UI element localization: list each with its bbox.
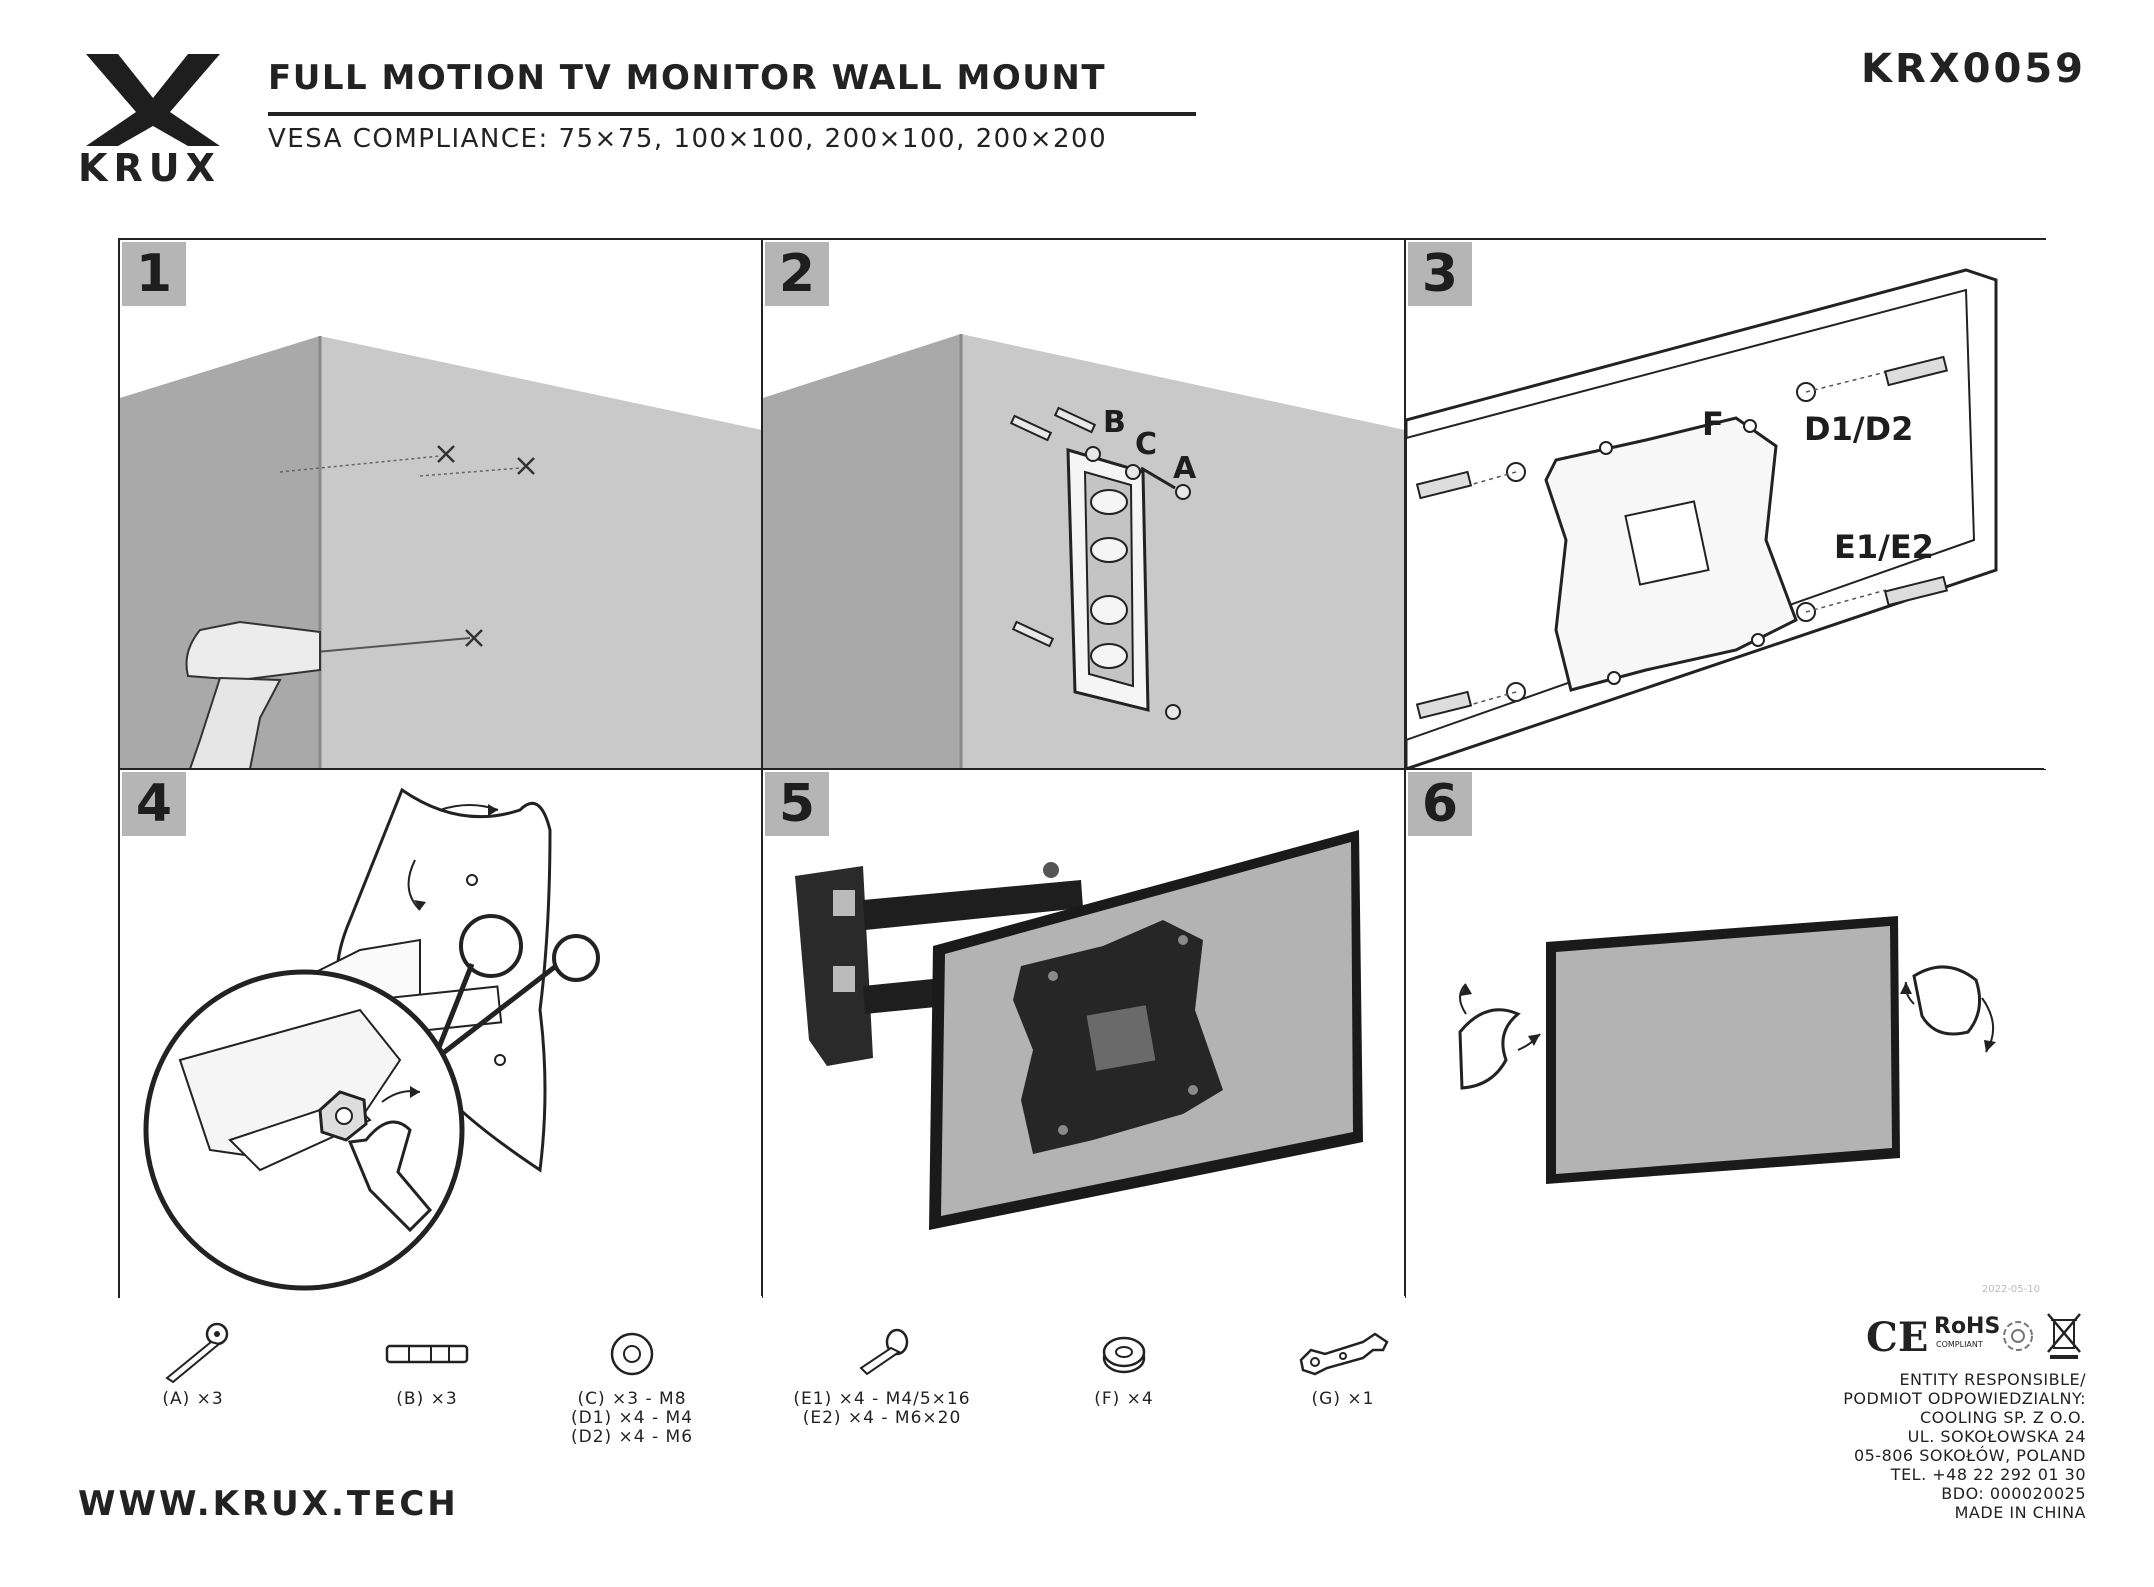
responsible-entity: ENTITY RESPONSIBLE/ PODMIOT ODPOWIEDZIAL… (1843, 1370, 2086, 1522)
drilling-illustration (120, 336, 762, 769)
brand-name: KRUX (78, 146, 221, 190)
step-number: 5 (765, 772, 829, 836)
part-d2-label: (D2) ×4 - M6 (570, 1427, 694, 1447)
wrench-icon (1299, 1332, 1389, 1376)
entity-line: UL. SOKOŁOWSKA 24 (1907, 1427, 2086, 1446)
weee-bin-icon (2047, 1313, 2081, 1359)
step-number: 2 (765, 242, 829, 306)
part-c-label: (C) ×3 - M8 (577, 1389, 687, 1409)
tv-bracket-attachment-illustration: F D1/D2 E1/E2 (1406, 268, 1998, 769)
vesa-compliance: VESA COMPLIANCE: 75×75, 100×100, 200×100… (268, 124, 1108, 154)
part-label-a: A (1173, 451, 1197, 486)
part-e: (E1) ×4 - M4/5×16 (E2) ×4 - M6×20 (772, 1320, 992, 1428)
entity-line: COOLING SP. Z O.O. (1919, 1408, 2086, 1427)
wall-anchor-icon (385, 1344, 469, 1364)
step-number: 1 (122, 242, 186, 306)
part-a: (A) ×3 (128, 1320, 258, 1409)
part-b: (B) ×3 (352, 1320, 502, 1409)
part-b-label: (B) ×3 (396, 1389, 458, 1409)
screw-icon (165, 1322, 229, 1384)
washer-icon (610, 1332, 654, 1376)
entity-line: MADE IN CHINA (1954, 1503, 2086, 1522)
krux-logo-icon (86, 54, 220, 146)
part-f-label: (F) ×4 (1094, 1389, 1154, 1409)
part-a-label: (A) ×3 (162, 1389, 224, 1409)
part-d1-label: (D1) ×4 - M4 (570, 1408, 694, 1428)
part-label-c: C (1135, 427, 1157, 462)
step-6-panel: 6 2022-05-10 (1406, 770, 2048, 1299)
recycle-icon (2003, 1321, 2033, 1351)
part-e2-label: (E2) ×4 - M6×20 (802, 1408, 962, 1428)
ce-mark-icon: CE (1866, 1314, 1929, 1361)
part-label-d1-d2: D1/D2 (1804, 410, 1913, 448)
rohs-mark-icon: RoHS (1934, 1314, 2001, 1339)
grid-divider (120, 768, 2044, 770)
revision-date: 2022-05-10 (1981, 1284, 2040, 1295)
part-f: (F) ×4 (1064, 1320, 1184, 1409)
wall-plate-mounting-illustration: B C A (763, 334, 1405, 769)
part-g-label: (G) ×1 (1311, 1389, 1375, 1409)
tv-hanging-illustration (795, 830, 1363, 1230)
rohs-compliant-label: COMPLIANT (1936, 1340, 1983, 1349)
step-number: 4 (122, 772, 186, 836)
entity-line: PODMIOT ODPOWIEDZIALNY: (1843, 1389, 2086, 1408)
tilt-adjustment-illustration (143, 787, 600, 1291)
part-label-f: F (1702, 405, 1724, 443)
page-title: FULL MOTION TV MONITOR WALL MOUNT (268, 58, 1107, 98)
step-number: 6 (1408, 772, 1472, 836)
entity-line: 05-806 SOKOŁÓW, POLAND (1853, 1446, 2086, 1465)
step-number: 3 (1408, 242, 1472, 306)
entity-line: ENTITY RESPONSIBLE/ (1899, 1370, 2086, 1389)
entity-line: BDO: 000020025 (1941, 1484, 2086, 1503)
part-e1-label: (E1) ×4 - M4/5×16 (793, 1389, 971, 1409)
step-4-panel: 4 (120, 770, 762, 1299)
title-divider (268, 112, 1196, 116)
part-g: (G) ×1 (1278, 1320, 1408, 1409)
part-c-d: (C) ×3 - M8 (D1) ×4 - M4 (D2) ×4 - M6 (552, 1320, 712, 1447)
step-3-panel: F D1/D2 E1/E2 3 (1406, 240, 2048, 769)
spacer-icon (1102, 1336, 1146, 1374)
step-5-panel: 5 (763, 770, 1405, 1299)
model-number: KRX0059 (1861, 46, 2086, 92)
step-1-panel: 1 (120, 240, 762, 769)
step-2-panel: B C A 2 (763, 240, 1405, 769)
certification-marks: CE RoHS COMPLIANT (1856, 1310, 2086, 1362)
steps-grid: 1 B C A (118, 238, 2048, 1299)
website-link[interactable]: WWW.KRUX.TECH (78, 1484, 459, 1524)
entity-line: TEL. +48 22 292 01 30 (1890, 1465, 2086, 1484)
tv-swivel-illustration (1458, 916, 1996, 1184)
bolt-icon (859, 1328, 909, 1376)
part-label-e1-e2: E1/E2 (1834, 528, 1934, 566)
part-label-b: B (1103, 405, 1126, 440)
